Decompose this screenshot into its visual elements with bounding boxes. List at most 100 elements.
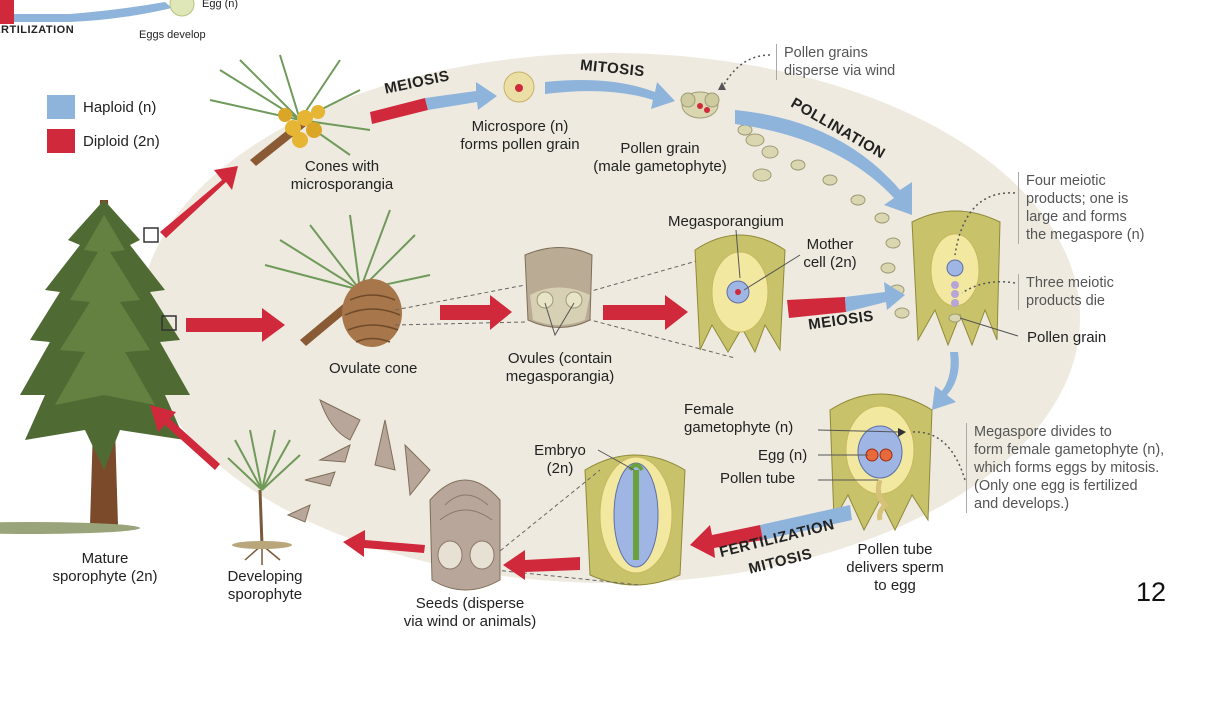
embryo-label: Embryo (2n) <box>520 442 600 478</box>
megaspore-line1: Megaspore divides to <box>974 424 1112 440</box>
ovules-label: Ovules (contain megasporangia) <box>490 350 630 386</box>
arrow-ovule-to-megasporangium <box>603 295 688 330</box>
seed-scale <box>429 479 501 591</box>
arrow-pollination <box>735 110 912 215</box>
four-meiotic-note: Four meiotic products; one is large and … <box>1018 172 1144 244</box>
female-gametophyte-pointer <box>817 429 901 433</box>
seeds-label: Seeds (disperse via wind or animals) <box>380 595 560 631</box>
top-strip-arrow <box>0 2 172 22</box>
arrow-seeds-to-developing <box>343 530 425 557</box>
developing-label-line2: sporophyte <box>227 586 303 603</box>
megasporangium <box>694 234 786 354</box>
arrow-meiosis-top <box>370 98 428 124</box>
embryo-label-line2: (2n) <box>546 460 574 477</box>
seeds-label-line2: via wind or animals) <box>403 613 537 630</box>
ovule-female-gametophyte <box>829 393 933 532</box>
legend-diploid: Diploid (2n) <box>47 127 160 155</box>
pollen-tube-delivers-line2: delivers sperm <box>846 559 944 576</box>
megaspore-note: Megaspore divides to form female gametop… <box>966 423 1164 513</box>
ovule-with-megaspore <box>911 210 1001 347</box>
mature-label-line1: Mature <box>81 550 129 567</box>
arrow-tree-to-cones <box>160 166 238 238</box>
top-strip-egg: Egg (n) <box>202 0 239 10</box>
four-meiotic-line3: large and forms <box>1026 209 1127 225</box>
arrow-meiosis-mid-haploid <box>845 282 905 312</box>
three-meiotic-line1: Three meiotic <box>1026 275 1114 291</box>
mother-cell-label: Mother cell (2n) <box>790 236 870 272</box>
legend-diploid-label: Diploid (2n) <box>83 132 160 150</box>
mother-cell-label-line2: cell (2n) <box>803 254 857 271</box>
female-gametophyte-line2: gametophyte (n) <box>684 419 794 436</box>
ovules-pointer <box>544 302 575 337</box>
egg-label: Egg (n) <box>758 447 808 464</box>
cones-label: Cones with microsporangia <box>272 158 412 194</box>
ovulate-cone-label: Ovulate cone <box>329 360 418 377</box>
pollen-disperse-note: Pollen grains disperse via wind <box>776 44 895 80</box>
four-meiotic-line4: the megaspore (n) <box>1026 227 1145 243</box>
pollen-tube-delivers-line3: to egg <box>874 577 916 594</box>
ovule-dashed-lines <box>394 249 736 359</box>
arrow-right-down <box>932 352 959 410</box>
arrow-meiosis-mid <box>787 297 846 318</box>
megaspore-line2: form female gametophyte (n), <box>974 442 1165 458</box>
four-meiotic-line2: products; one is <box>1026 191 1129 207</box>
dispersing-seeds <box>286 399 431 523</box>
mature-label: Mature sporophyte (2n) <box>30 550 180 586</box>
pollen-grain-right-pointer <box>959 317 1019 337</box>
developing-label-line1: Developing <box>227 568 303 585</box>
legend: Haploid (n) Diploid (2n) <box>47 93 160 155</box>
four-meiotic-pointer <box>954 192 1016 256</box>
arrow-tree-to-ovulate <box>186 308 285 342</box>
haploid-swatch <box>47 95 75 119</box>
arrow-mitosis-top <box>545 79 675 109</box>
megaspore-line5: and develops.) <box>974 496 1070 512</box>
microspore-label-line2: forms pollen grain <box>460 136 580 153</box>
seed-with-embryo <box>584 454 686 586</box>
pollen-grain-label: Pollen grain (male gametophyte) <box>580 140 740 176</box>
pollen-grain-cluster <box>680 91 720 119</box>
pollen-disperse-line1: Pollen grains <box>784 45 868 61</box>
arrow-developing-to-mature <box>150 405 220 470</box>
ovule-scale <box>524 247 593 328</box>
pollen-cone-branch <box>209 54 371 166</box>
arrow-fertilization-diploid <box>690 525 763 558</box>
seeds-label-line1: Seeds (disperse <box>415 595 525 612</box>
microspore-nucleus <box>515 84 523 92</box>
megaspore-note-pointer <box>911 431 966 481</box>
top-strip-egg-cell <box>169 0 195 17</box>
embryo-pointer <box>597 449 635 471</box>
megasporangium-pointer <box>735 229 741 279</box>
embryo-label-line1: Embryo <box>534 442 586 459</box>
female-gametophyte-label: Female gametophyte (n) <box>684 401 793 437</box>
ovulate-cone-branch <box>264 209 431 347</box>
top-strip-fertilization: FERTILIZATION <box>0 24 75 36</box>
four-meiotic-line1: Four meiotic <box>1026 173 1106 189</box>
microspore-label-line1: Microspore (n) <box>471 118 569 135</box>
mother-cell-pointer <box>743 254 801 291</box>
top-strip-eggs-develop: Eggs develop <box>139 29 206 41</box>
pollen-grain-label-line2: (male gametophyte) <box>593 158 727 175</box>
three-meiotic-pointer <box>961 281 1016 294</box>
mother-cell-label-line1: Mother <box>806 236 854 253</box>
top-strip: FERTILIZATION Egg (n) Eggs develop <box>0 0 240 44</box>
pollen-tube-delivers-line1: Pollen tube <box>857 541 933 558</box>
megasporangium-label: Megasporangium <box>668 213 784 230</box>
ovules-label-line2: megasporangia) <box>505 368 615 385</box>
arrow-embryo-to-seeds <box>503 550 580 580</box>
pollen-tube-label: Pollen tube <box>720 470 796 487</box>
pollen-grain-label-line1: Pollen grain <box>620 140 700 157</box>
arrow-meiosis-top-haploid <box>425 82 497 110</box>
developing-label: Developing sporophyte <box>210 568 320 604</box>
arrow-fertilization <box>760 505 852 540</box>
three-meiotic-line2: products die <box>1026 293 1105 309</box>
cones-label-line2: microsporangia <box>290 176 394 193</box>
mature-sporophyte-tree <box>0 200 190 534</box>
microspore-label: Microspore (n) forms pollen grain <box>450 118 590 154</box>
megaspore-line3: which forms eggs by mitosis. <box>974 460 1160 476</box>
megaspore-line4: (Only one egg is fertilized <box>974 478 1138 494</box>
top-strip-red-block <box>0 0 14 24</box>
three-meiotic-note: Three meiotic products die <box>1018 274 1114 310</box>
legend-haploid: Haploid (n) <box>47 93 160 121</box>
developing-sporophyte-seedling <box>227 429 301 565</box>
